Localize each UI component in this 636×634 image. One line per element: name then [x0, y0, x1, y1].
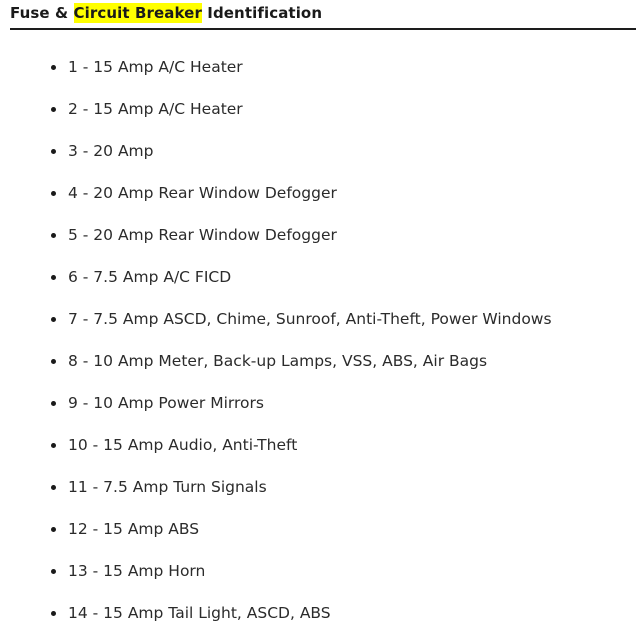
list-item-label: 4 - 20 Amp Rear Window Defogger: [68, 184, 337, 202]
page-title-prefix: Fuse &: [10, 4, 74, 22]
list-item-label: 3 - 20 Amp: [68, 142, 154, 160]
list-item-label: 12 - 15 Amp ABS: [68, 520, 200, 538]
list-item-label: 5 - 20 Amp Rear Window Defogger: [68, 226, 337, 244]
bullet-icon: [51, 64, 56, 70]
fuse-identification-list: 1 - 15 Amp A/C Heater 2 - 15 Amp A/C Hea…: [0, 46, 636, 634]
list-item: 2 - 15 Amp A/C Heater: [0, 88, 636, 130]
list-item: 9 - 10 Amp Power Mirrors: [0, 382, 636, 424]
bullet-icon: [51, 190, 56, 196]
page-title: Fuse & Circuit Breaker Identification: [10, 3, 636, 23]
list-item: 10 - 15 Amp Audio, Anti-Theft: [0, 424, 636, 466]
bullet-icon: [51, 106, 56, 112]
list-item: 7 - 7.5 Amp ASCD, Chime, Sunroof, Anti-T…: [0, 298, 636, 340]
bullet-icon: [51, 358, 56, 364]
list-item: 4 - 20 Amp Rear Window Defogger: [0, 172, 636, 214]
heading-block: Fuse & Circuit Breaker Identification: [0, 0, 636, 23]
bullet-icon: [51, 484, 56, 490]
list-item: 11 - 7.5 Amp Turn Signals: [0, 466, 636, 508]
bullet-icon: [51, 568, 56, 574]
bullet-icon: [51, 148, 56, 154]
page-title-highlighted-text: Circuit Breaker: [73, 3, 202, 23]
page-title-suffix: Identification: [201, 4, 323, 22]
bullet-icon: [51, 274, 56, 280]
list-item: 8 - 10 Amp Meter, Back-up Lamps, VSS, AB…: [0, 340, 636, 382]
bullet-icon: [51, 400, 56, 406]
title-divider: [10, 28, 636, 30]
list-item: 14 - 15 Amp Tail Light, ASCD, ABS: [0, 592, 636, 634]
list-item-label: 10 - 15 Amp Audio, Anti-Theft: [68, 436, 298, 454]
bullet-icon: [51, 232, 56, 238]
list-item: 12 - 15 Amp ABS: [0, 508, 636, 550]
list-item: 3 - 20 Amp: [0, 130, 636, 172]
bullet-icon: [51, 526, 56, 532]
list-item-label: 13 - 15 Amp Horn: [68, 562, 206, 580]
list-item: 1 - 15 Amp A/C Heater: [0, 46, 636, 88]
bullet-icon: [51, 316, 56, 322]
bullet-icon: [51, 442, 56, 448]
list-item: 5 - 20 Amp Rear Window Defogger: [0, 214, 636, 256]
bullet-icon: [51, 610, 56, 616]
list-item: 6 - 7.5 Amp A/C FICD: [0, 256, 636, 298]
list-item-label: 14 - 15 Amp Tail Light, ASCD, ABS: [68, 604, 331, 622]
list-item: 13 - 15 Amp Horn: [0, 550, 636, 592]
list-item-label: 7 - 7.5 Amp ASCD, Chime, Sunroof, Anti-T…: [68, 310, 552, 328]
list-item-label: 6 - 7.5 Amp A/C FICD: [68, 268, 232, 286]
list-item-label: 2 - 15 Amp A/C Heater: [68, 100, 243, 118]
list-item-label: 9 - 10 Amp Power Mirrors: [68, 394, 264, 412]
list-item-label: 11 - 7.5 Amp Turn Signals: [68, 478, 267, 496]
list-item-label: 8 - 10 Amp Meter, Back-up Lamps, VSS, AB…: [68, 352, 488, 370]
list-item-label: 1 - 15 Amp A/C Heater: [68, 58, 243, 76]
